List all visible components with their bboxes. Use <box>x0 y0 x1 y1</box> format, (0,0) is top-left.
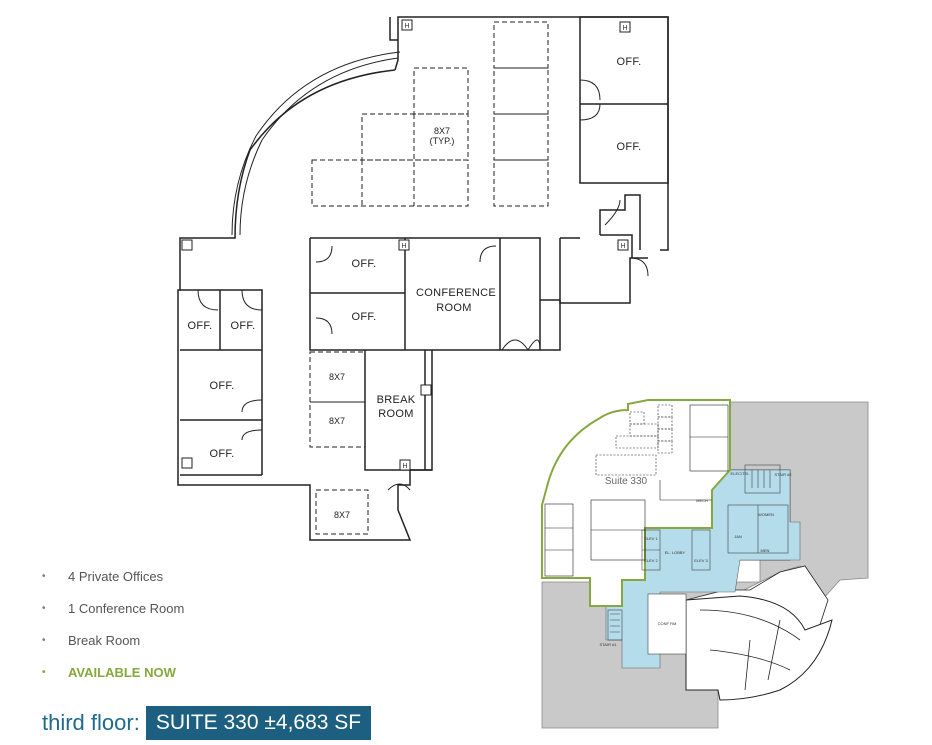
left-office-walls <box>180 289 263 476</box>
workstation-typ-label: 8X7 <box>434 126 450 136</box>
feature-text: 4 Private Offices <box>68 568 164 584</box>
office-label-2: OFF. <box>616 141 641 153</box>
office-core-wall <box>309 237 561 351</box>
office-label-8: OFF. <box>209 448 234 460</box>
feature-item: • 1 Conference Room <box>42 592 184 624</box>
conference-room-label: CONFERENCE <box>416 287 496 299</box>
suite-floor-plan <box>177 16 669 541</box>
conference-room-label-2: ROOM <box>436 302 471 314</box>
key-men-label: MEN <box>761 548 770 553</box>
key-plan-suite-label: Suite 330 <box>605 476 648 487</box>
workstation-label-2: 8X7 <box>329 416 345 426</box>
key-mech-label: MECH <box>696 498 708 503</box>
office-label-6: OFF. <box>230 320 255 332</box>
office-label-3: OFF. <box>351 258 376 270</box>
key-stair-2-label: STAIR #2 <box>774 472 792 477</box>
bullet-icon: • <box>42 634 46 646</box>
floor-label: third floor: <box>42 710 140 735</box>
curved-wing-arcs <box>699 609 801 691</box>
restroom-marker: H <box>404 23 409 30</box>
suite-title: third floor: SUITE 330 ±4,683 SF <box>42 706 372 740</box>
key-women-label: WOMEN <box>758 512 774 517</box>
fixture-marker-letters: H H H H H <box>401 23 627 470</box>
feature-text: 1 Conference Room <box>68 600 185 616</box>
office-label-7: OFF. <box>209 380 234 392</box>
workstation-label-1: 8X7 <box>329 372 345 382</box>
curved-wing <box>685 595 833 701</box>
office-label-1: OFF. <box>616 56 641 68</box>
break-room-label-2: ROOM <box>378 408 413 420</box>
workstation-box-2 <box>309 401 366 448</box>
room-labels: 8X7 (TYP.) OFF. OFF. OFF. OFF. CONFERENC… <box>187 56 641 520</box>
workstation-grid <box>311 21 549 207</box>
door-swings <box>197 79 649 491</box>
curved-facade-inner <box>239 57 399 236</box>
key-elev-3-label: ELEV 3 <box>694 558 708 563</box>
bullet-icon: • <box>42 570 46 582</box>
key-conf-rm-label: CONF RM <box>658 621 677 626</box>
bullet-icon: • <box>42 602 46 614</box>
restroom-marker: H <box>401 243 406 250</box>
key-elev-2-label: ELEV 2 <box>644 558 658 563</box>
fixture-markers <box>181 19 631 471</box>
core-details <box>607 464 789 655</box>
feature-text: AVAILABLE NOW <box>68 664 176 680</box>
feature-item-available: • AVAILABLE NOW <box>42 656 184 688</box>
feature-list: • 4 Private Offices • 1 Conference Room • B… <box>42 560 184 688</box>
break-room-label: BREAK <box>377 394 416 406</box>
feature-item: • 4 Private Offices <box>42 560 184 592</box>
key-elev-1-label: ELEV 1 <box>644 536 658 541</box>
curved-facade-inner-2 <box>231 51 401 236</box>
office-label-4: OFF. <box>351 311 376 323</box>
restroom-marker: H <box>402 463 407 470</box>
key-stair-1-label: STAIR #1 <box>599 642 617 647</box>
suite-workstation-grid <box>595 404 673 476</box>
feature-text: Break Room <box>68 632 141 648</box>
suite-badge: SUITE 330 ±4,683 SF <box>145 706 372 740</box>
restroom-marker: H <box>622 25 627 32</box>
office-block-wall <box>579 16 669 184</box>
restroom-marker: H <box>620 243 625 250</box>
key-elec-tel-label: ELEC/TEL <box>731 471 751 476</box>
workstation-box-3 <box>315 489 369 535</box>
workstation-typ-label-2: (TYP.) <box>430 136 455 146</box>
key-plan: Suite 330 ELEC/TEL STAIR #2 MECH EL. LOB… <box>541 399 869 729</box>
key-el-lobby-label: EL. LOBBY <box>665 550 686 555</box>
workstation-label-3: 8X7 <box>334 510 350 520</box>
bullet-icon: • <box>42 666 46 678</box>
feature-item: • Break Room <box>42 624 184 656</box>
office-label-5: OFF. <box>187 320 212 332</box>
key-jan-label: JAN <box>734 534 742 539</box>
